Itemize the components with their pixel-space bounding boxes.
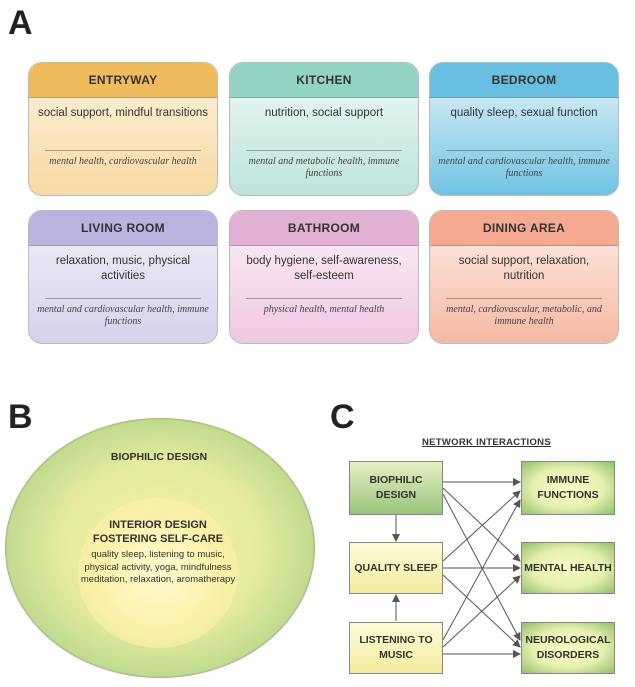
panel-label-a: A <box>8 4 33 42</box>
room-activities: social support, mindful transitions <box>37 107 209 119</box>
room-title: DINING AREA <box>430 211 618 246</box>
room-card-living-room: LIVING ROOM relaxation, music, physical … <box>28 210 218 344</box>
room-card-entryway: ENTRYWAY social support, mindful transit… <box>28 62 218 196</box>
room-outcomes: physical health, mental health <box>263 304 385 315</box>
room-title: BEDROOM <box>430 63 618 98</box>
node-listening-to-music: LISTENING TO MUSIC <box>349 622 443 674</box>
room-outcomes: mental and cardiovascular health, immune… <box>37 304 209 327</box>
room-activities: body hygiene, self-awareness, self-estee… <box>246 255 402 282</box>
room-divider <box>45 298 201 299</box>
node-label: BIOPHILIC DESIGN <box>369 474 423 501</box>
node-label: MENTAL HEALTH <box>524 561 612 574</box>
room-activities: social support, relaxation, nutrition <box>458 255 590 282</box>
node-label: LISTENING TO MUSIC <box>359 634 433 661</box>
panel-label-c: C <box>330 398 355 436</box>
room-divider <box>446 298 602 299</box>
room-activities: relaxation, music, physical activities <box>55 255 191 282</box>
node-neurological-disorders: NEUROLOGICAL DISORDERS <box>521 622 615 674</box>
node-label: IMMUNE FUNCTIONS <box>537 474 599 501</box>
room-title: LIVING ROOM <box>29 211 217 246</box>
node-mental-health: MENTAL HEALTH <box>521 542 615 594</box>
room-outcomes: mental and cardiovascular health, immune… <box>438 156 610 179</box>
arrow-music-immune <box>442 499 521 641</box>
room-outcomes: mental health, cardiovascular health <box>49 156 197 167</box>
panel-label-b: B <box>8 398 33 436</box>
node-label: NEUROLOGICAL DISORDERS <box>525 634 611 661</box>
node-quality-sleep: QUALITY SLEEP <box>349 542 443 594</box>
network-title: NETWORK INTERACTIONS <box>422 437 551 448</box>
node-label: QUALITY SLEEP <box>354 561 438 574</box>
room-title: ENTRYWAY <box>29 63 217 98</box>
node-biophilic-design: BIOPHILIC DESIGN <box>349 461 443 515</box>
room-title: KITCHEN <box>230 63 418 98</box>
room-divider <box>246 150 402 151</box>
self-care-circle <box>78 498 238 648</box>
biophilic-design-label: BIOPHILIC DESIGN <box>110 451 208 463</box>
room-activities: nutrition, social support <box>264 107 384 119</box>
node-immune-functions: IMMUNE FUNCTIONS <box>521 461 615 515</box>
room-divider <box>446 150 602 151</box>
room-card-kitchen: KITCHEN nutrition, social support mental… <box>229 62 419 196</box>
arrow-biophilic-mental <box>442 487 521 562</box>
self-care-list: quality sleep, listening to music, physi… <box>80 549 236 585</box>
arrow-sleep-immune <box>442 490 521 562</box>
room-divider <box>45 150 201 151</box>
room-outcomes: mental and metabolic health, immune func… <box>248 156 400 179</box>
room-activities: quality sleep, sexual function <box>450 107 598 119</box>
room-card-bathroom: BATHROOM body hygiene, self-awareness, s… <box>229 210 419 344</box>
room-outcomes: mental, cardiovascular, metabolic, and i… <box>446 304 602 327</box>
arrow-music-mental <box>442 575 521 648</box>
room-title: BATHROOM <box>230 211 418 246</box>
arrow-biophilic-neuro <box>442 493 521 641</box>
room-card-bedroom: BEDROOM quality sleep, sexual function m… <box>429 62 619 196</box>
self-care-title: INTERIOR DESIGN FOSTERING SELF-CARE <box>92 519 224 545</box>
room-divider <box>246 298 402 299</box>
room-card-dining-area: DINING AREA social support, relaxation, … <box>429 210 619 344</box>
